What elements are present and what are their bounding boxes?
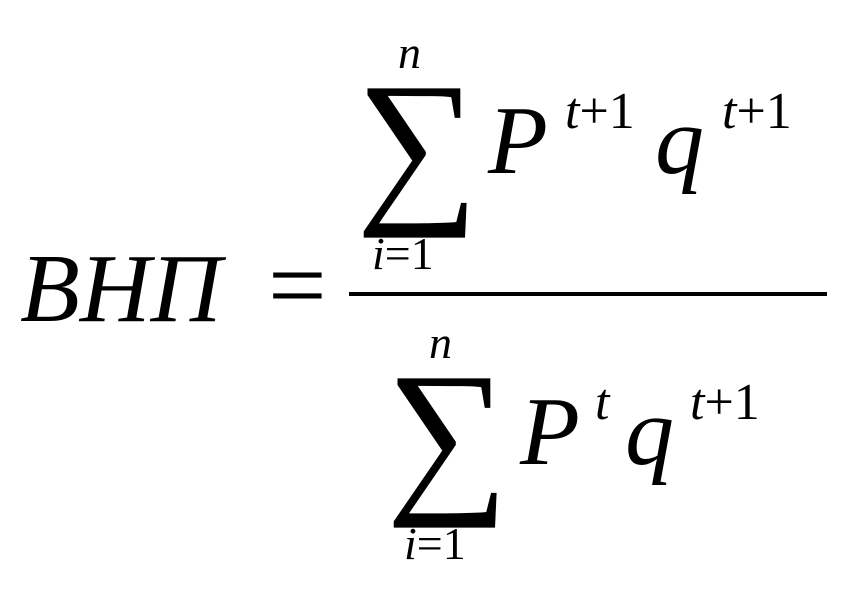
- numerator-quantity-exp-offset: +1: [736, 83, 792, 140]
- numerator-quantity-exp-var: t: [722, 83, 737, 140]
- denominator-quantity-symbol: q: [625, 378, 674, 486]
- fraction-bar: [349, 292, 827, 296]
- denominator-index-start: =1: [416, 518, 466, 569]
- numerator-index-var: i: [372, 228, 385, 279]
- numerator-sum-lower-limit: i=1: [372, 231, 434, 277]
- denominator-quantity-exp-offset: +1: [704, 374, 760, 431]
- numerator-sum-upper-limit: n: [398, 27, 421, 78]
- numerator-price-exponent: t+1: [565, 86, 635, 138]
- denominator-price-symbol: P: [520, 378, 580, 486]
- numerator-quantity-symbol: q: [655, 87, 704, 195]
- equals-sign: =: [268, 228, 327, 343]
- denominator-sum-symbol: ∑: [386, 339, 509, 529]
- denominator-quantity-exp-var: t: [690, 374, 705, 431]
- numerator-price-symbol: P: [488, 87, 548, 195]
- denominator-index-var: i: [404, 518, 417, 569]
- numerator-price-exp-offset: +1: [579, 83, 635, 140]
- denominator-sum-lower-limit: i=1: [404, 521, 466, 567]
- denominator-quantity-exponent: t+1: [690, 377, 760, 429]
- numerator-quantity-exponent: t+1: [722, 86, 792, 138]
- denominator-price-exponent: t: [595, 374, 610, 431]
- lhs-label: ВНП: [20, 235, 222, 343]
- numerator-price-exp-var: t: [565, 83, 580, 140]
- denominator-sum-upper-limit: n: [429, 317, 452, 368]
- numerator-sum-symbol: ∑: [356, 49, 479, 239]
- numerator-index-start: =1: [384, 228, 434, 279]
